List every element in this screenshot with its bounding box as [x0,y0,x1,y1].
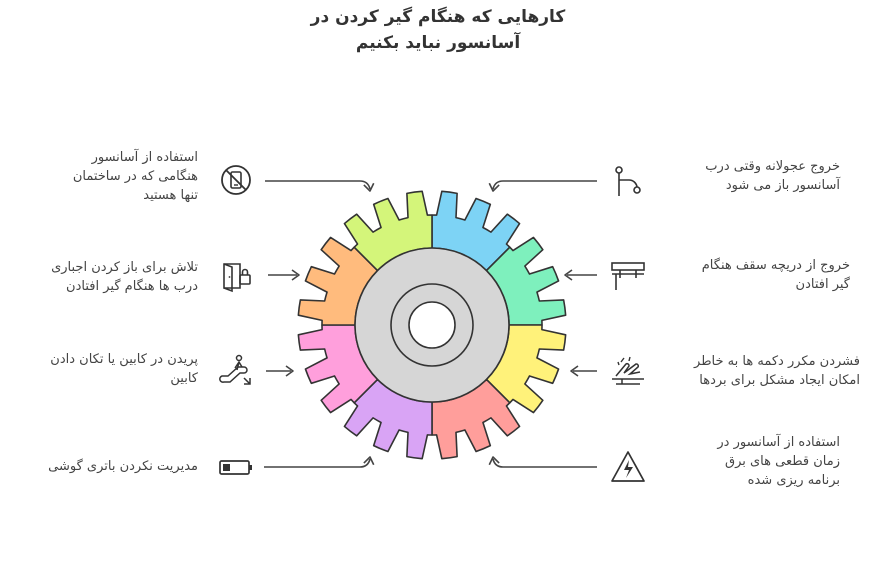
arrowhead-7 [570,365,579,377]
connector-arrow-8 [492,458,597,468]
no-phone-icon [218,162,254,198]
arrowhead-5 [488,182,500,192]
arrowhead-6 [564,269,573,281]
door-lock-icon [218,258,254,294]
connector-arrow-1 [265,180,371,190]
arrowhead-3 [285,365,294,377]
item-left-3-text: پریدن در کابین یا تکان دادن کابین [50,352,198,386]
connector-arrow-4 [264,458,371,468]
arrowhead-4 [363,456,375,466]
arrowhead-2 [291,269,300,281]
diagram-title: کارهایی که هنگام گیر کردن در آسانسور نبا… [310,7,566,53]
arrows [264,180,597,468]
item-right-4-text: استفاده از آسانسور در زمان قطعی های برق … [717,435,840,488]
item-right-2-text: خروج از دریچه سقف هنگام گیر افتادن [701,258,850,292]
gear-segments [297,190,567,460]
item-left-2-text: تلاش برای باز کردن اجباری درب ها هنگام گ… [51,260,198,294]
battery-icon [218,449,254,485]
gear-hole [408,301,456,349]
escalator-person-icon [218,352,254,388]
item-right-3-text: فشردن مکرر دکمه ها به خاطر امکان ایجاد م… [694,354,860,388]
item-left-1-text: استفاده از آسانسور هنگامی که در ساختمان … [72,150,198,203]
item-right-1-text: خروج عجولانه وقتی درب آسانسور باز می شود [705,159,840,193]
path-exit-icon [610,162,646,198]
ceiling-hatch-icon [610,258,646,294]
button-press-icon [610,354,646,390]
power-warning-icon [610,449,646,485]
item-left-4-text: مدیریت نکردن باتری گوشی [48,459,198,474]
arrowhead-8 [488,456,500,466]
arrowhead-1 [363,182,375,192]
connector-arrow-5 [492,180,597,190]
gear-hub-ring [390,283,474,367]
